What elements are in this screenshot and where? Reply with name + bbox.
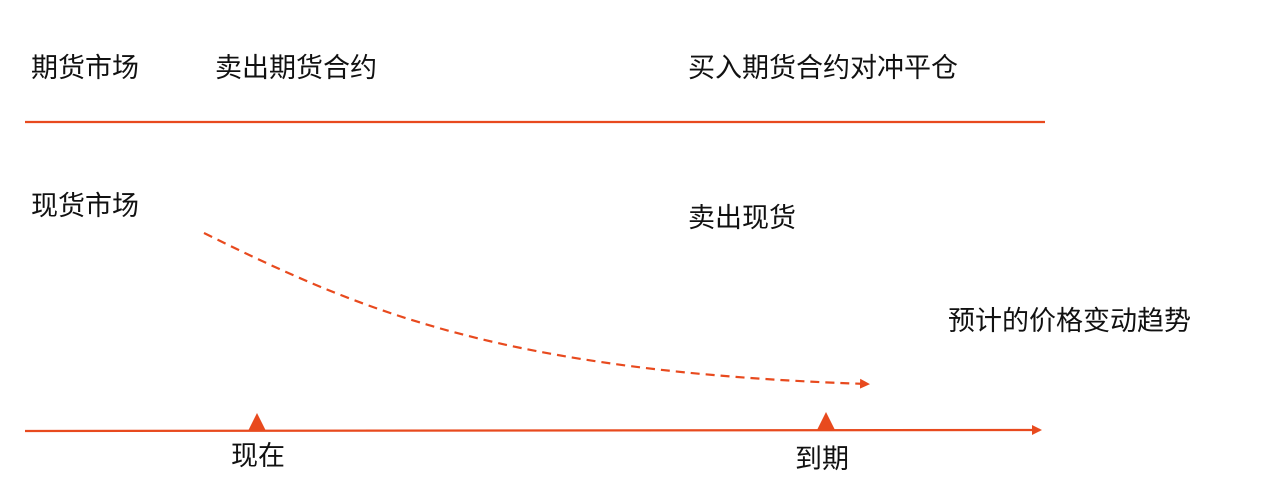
spot-market-label: 现货市场	[31, 191, 139, 222]
futures-market-label: 期货市场	[31, 53, 139, 84]
now-marker-triangle-icon	[248, 413, 266, 431]
sell-futures-contract-label: 卖出期货合约	[215, 53, 377, 84]
timeline-now-label: 现在	[231, 441, 285, 472]
trend-dashed-arrow	[203, 232, 870, 389]
buy-futures-close-position-label: 买入期货合约对冲平仓	[688, 53, 958, 84]
sell-spot-label: 卖出现货	[688, 203, 796, 234]
expected-price-trend-label: 预计的价格变动趋势	[948, 306, 1191, 337]
timeline-axis	[24, 425, 1042, 436]
expiry-marker-triangle-icon	[817, 412, 835, 430]
timeline-expiry-label: 到期	[795, 444, 849, 475]
